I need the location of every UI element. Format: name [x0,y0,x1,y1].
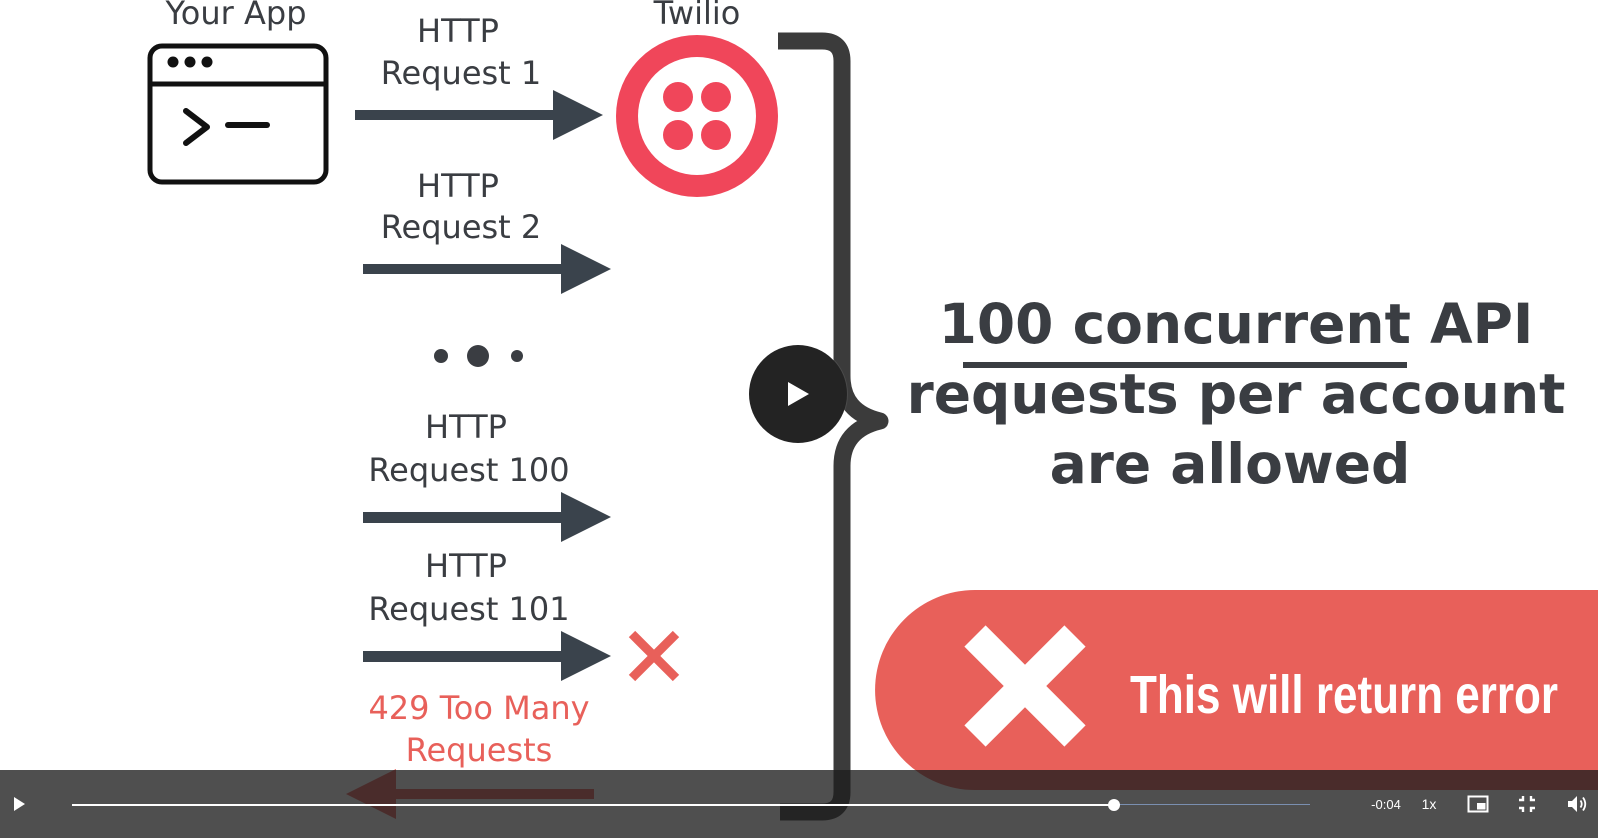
limit-line3: are allowed [1050,432,1411,496]
request-100-line1: HTTP [425,408,507,446]
picture-in-picture-button[interactable] [1458,770,1498,838]
request-1-line1: HTTP [417,12,499,50]
playback-speed-button[interactable]: 1x [1408,770,1450,838]
ellipsis-icon [434,345,523,367]
volume-icon [1568,796,1587,812]
progress-scrubber[interactable] [72,770,1310,838]
exit-fullscreen-icon [1519,796,1535,812]
limit-line1: 100 concurrent API [939,292,1534,356]
player-control-bar: -0:04 1x [0,770,1598,838]
request-2-arrow [363,244,611,294]
request-100-arrow [363,492,611,542]
progress-handle[interactable] [1108,799,1121,811]
play-button[interactable] [0,770,38,838]
remaining-time: -0:04 [1350,770,1422,838]
big-play-button[interactable] [749,345,847,443]
limit-underline [963,362,1407,368]
response-line1: 429 Too Many [368,689,589,727]
request-101-line2: Request 101 [368,590,569,628]
play-icon [14,797,25,811]
request-2-line2: Request 2 [381,208,542,246]
picture-in-picture-icon [1467,795,1489,813]
remaining-time-text: -0:04 [1371,796,1401,812]
service-label: Twilio [653,0,741,32]
app-label: Your App [165,0,307,32]
request-101-arrow [363,631,611,681]
terminal-icon [147,43,329,185]
request-1-arrow [355,90,603,140]
volume-button[interactable] [1558,770,1598,838]
twilio-logo-icon [616,35,778,197]
error-x-icon [964,625,1086,747]
limit-line2: requests per account [907,362,1566,426]
response-line2: Requests [406,731,553,769]
error-text: This will return error [1130,665,1558,725]
request-1-line2: Request 1 [381,54,542,92]
rejected-x-icon [628,630,680,682]
request-101-line1: HTTP [425,547,507,585]
play-icon [788,382,809,406]
request-2-line1: HTTP [417,167,499,205]
exit-fullscreen-button[interactable] [1507,770,1547,838]
progress-played [72,804,1115,806]
playback-speed-text: 1x [1421,796,1437,812]
request-100-line2: Request 100 [368,451,569,489]
